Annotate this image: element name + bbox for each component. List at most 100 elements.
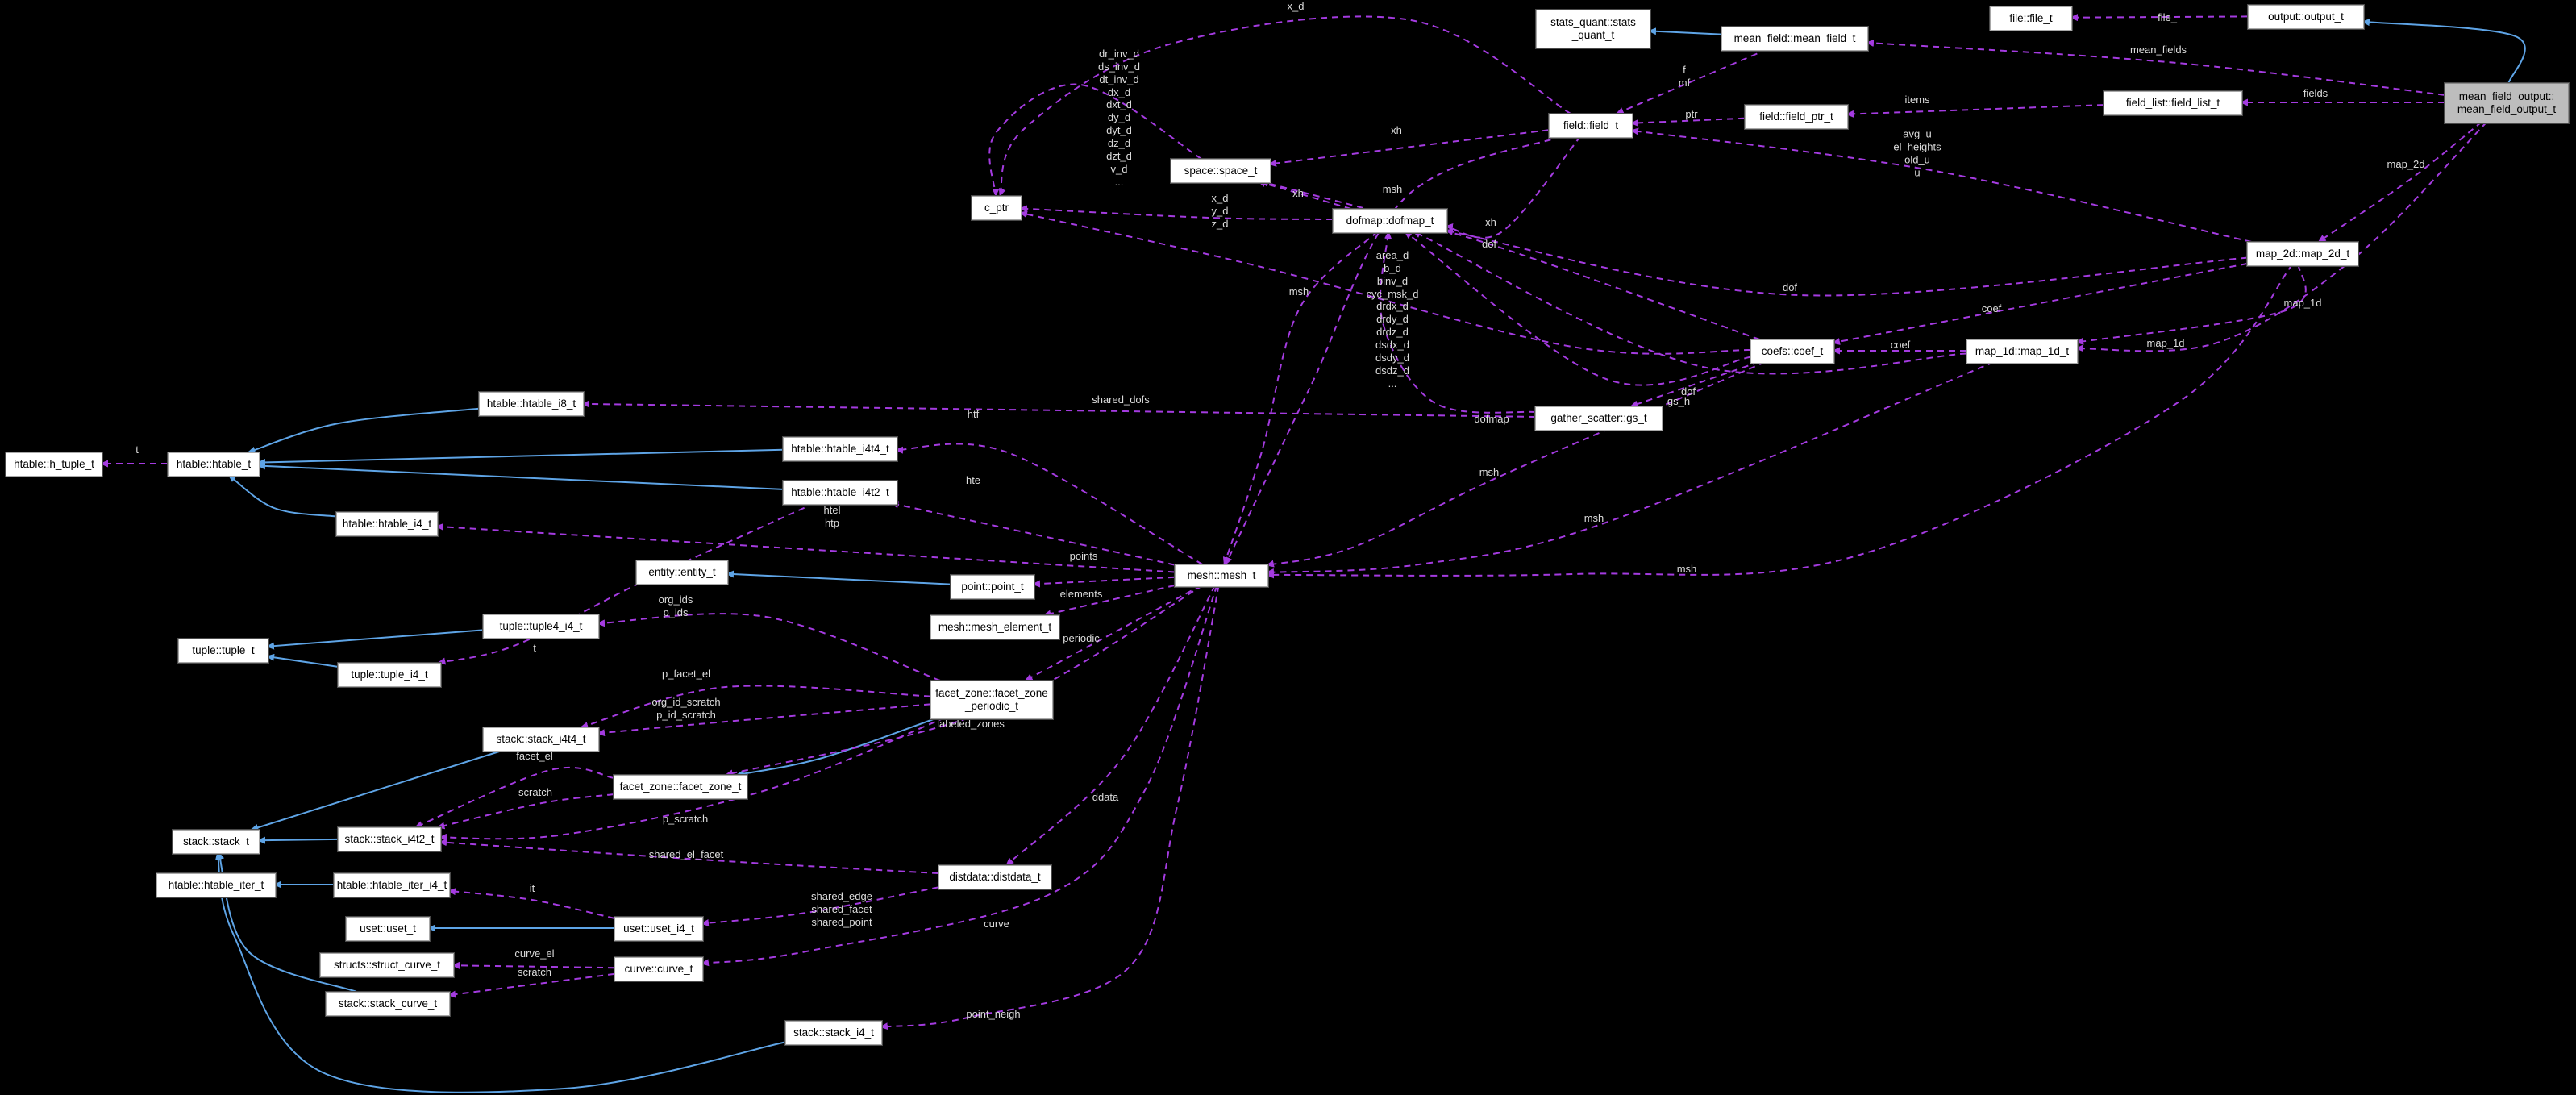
- edge-tuple_i4-tuple: [266, 653, 339, 668]
- edge-map_2d-coef: [1832, 263, 2248, 345]
- node-uset[interactable]: uset::uset_t: [346, 917, 430, 941]
- node-entity[interactable]: entity::entity_t: [636, 560, 728, 585]
- edge-mfo-mean_field: [1866, 39, 2445, 96]
- edge-mfo-output: [2362, 19, 2526, 84]
- node-mesh[interactable]: mesh::mesh_t: [1175, 564, 1268, 587]
- node-field[interactable]: field::field_t: [1549, 114, 1633, 138]
- node-gs[interactable]: gather_scatter::gs_t: [1535, 406, 1663, 431]
- node-fzp[interactable]: facet_zone::facet_zone _periodic_t: [930, 681, 1053, 719]
- node-stack_i4t2[interactable]: stack::stack_i4t2_t: [338, 827, 441, 851]
- edge-coef-mesh: [1266, 361, 1766, 568]
- edge-htable_i4t2-tuple_i4: [437, 502, 815, 665]
- node-coef[interactable]: coefs::coef_t: [1750, 339, 1834, 364]
- edge-coef-space: [1260, 180, 1760, 340]
- edge-field-mesh: [1225, 135, 1562, 565]
- node-htable_iter_i4[interactable]: htable::htable_iter_i4_t: [334, 873, 450, 897]
- edge-field-dofmap: [1445, 135, 1582, 239]
- edge-mesh-facet_zone: [725, 585, 1204, 777]
- node-stats_quant[interactable]: stats_quant::stats _quant_t: [1536, 10, 1650, 48]
- node-htable[interactable]: htable::htable_t: [168, 452, 260, 477]
- edge-mesh-htable_i4: [435, 523, 1176, 573]
- node-facet_zone[interactable]: facet_zone::facet_zone_t: [614, 775, 747, 799]
- edge-output-file: [2070, 14, 2249, 22]
- edge-htable_i8-htable: [247, 407, 480, 454]
- edge-fzp-facet_zone: [735, 717, 938, 777]
- edge-fzp-tuple4: [597, 613, 941, 681]
- node-struct_curve[interactable]: structs::struct_curve_t: [320, 953, 454, 977]
- node-c_ptr[interactable]: c_ptr: [972, 196, 1022, 220]
- node-tuple_i4[interactable]: tuple::tuple_i4_t: [338, 663, 441, 687]
- node-point[interactable]: point::point_t: [951, 575, 1034, 599]
- edge-dofmap-mesh: [1222, 231, 1379, 565]
- edge-mfo-map_1d: [2075, 121, 2488, 352]
- edge-htable_i4-htable: [227, 474, 337, 518]
- node-htable_i4[interactable]: htable::htable_i4_t: [336, 512, 438, 536]
- edge-mesh-mesh_element: [1042, 585, 1176, 618]
- edge-mesh-curve: [701, 585, 1218, 967]
- edge-mesh-htable_i4t4: [895, 443, 1203, 565]
- node-stack_curve[interactable]: stack::stack_curve_t: [326, 992, 450, 1016]
- node-htable_iter[interactable]: htable::htable_iter_t: [156, 873, 276, 897]
- edge-map_1d-mesh: [1266, 361, 1995, 577]
- node-htable_i4t4[interactable]: htable::htable_i4t4_t: [783, 437, 897, 461]
- node-space[interactable]: space::space_t: [1171, 159, 1271, 183]
- edge-field-space: [1268, 129, 1550, 167]
- node-output[interactable]: output::output_t: [2248, 5, 2364, 29]
- node-tuple[interactable]: tuple::tuple_t: [178, 639, 268, 663]
- edge-stack_i4-stack: [215, 851, 786, 1093]
- edge-distdata-uset_i4: [701, 886, 939, 926]
- node-field_ptr[interactable]: field::field_ptr_t: [1745, 105, 1848, 129]
- edge-fzp-stack_i4t2: [439, 717, 946, 841]
- edge-map_1d-dofmap: [1413, 231, 1967, 375]
- edge-fzp-stack_i4t4: [597, 703, 931, 737]
- edge-map_2d-field: [1630, 127, 2252, 243]
- edge-tuple4-tuple: [266, 629, 484, 650]
- edge-htable_i4t4-htable: [257, 448, 784, 466]
- node-distdata[interactable]: distdata::distdata_t: [938, 865, 1051, 889]
- node-uset_i4[interactable]: uset::uset_i4_t: [614, 917, 703, 941]
- node-map_2d[interactable]: map_2d::map_2d_t: [2247, 242, 2358, 266]
- node-mean_field[interactable]: mean_field::mean_field_t: [1721, 27, 1868, 51]
- edge-dofmap-c_ptr: [1019, 205, 1334, 221]
- node-stack[interactable]: stack::stack_t: [173, 830, 260, 854]
- edge-field_list-field_ptr: [1846, 104, 2104, 118]
- edge-map_2d-map_1d: [2075, 264, 2307, 345]
- edge-dofmap-space: [1257, 180, 1351, 210]
- edge-space-c_ptr: [988, 83, 1202, 197]
- node-file[interactable]: file::file_t: [1990, 6, 2072, 31]
- edge-mean_field-field: [1615, 48, 1768, 114]
- edge-facet_zone-stack_i4t2: [414, 766, 614, 828]
- node-htable_i8[interactable]: htable::htable_i8_t: [479, 392, 584, 416]
- node-mesh_element[interactable]: mesh::mesh_element_t: [930, 615, 1059, 639]
- node-map_1d[interactable]: map_1d::map_1d_t: [1966, 339, 2078, 364]
- edge-field-c_ptr: [998, 15, 1571, 197]
- edge-curve-stack_curve: [447, 972, 615, 998]
- edge-point-entity: [726, 570, 951, 585]
- edge-mfo-map_2d: [2317, 121, 2482, 243]
- node-tuple4[interactable]: tuple::tuple4_i4_t: [483, 614, 599, 639]
- node-stack_i4[interactable]: stack::stack_i4_t: [785, 1021, 882, 1045]
- edge-field_ptr-field: [1630, 117, 1746, 127]
- edge-map_2d-dofmap: [1445, 228, 2248, 297]
- node-mfo[interactable]: mean_field_output:: mean_field_output_t: [2445, 83, 2569, 123]
- node-h_tuple[interactable]: htable::h_tuple_t: [6, 452, 102, 477]
- edge-fzp-stack_i4t4: [580, 685, 931, 729]
- edge-curve-struct_curve: [452, 961, 615, 969]
- edge-mesh-point: [1032, 576, 1176, 588]
- edge-mean_field-stats_quant: [1648, 27, 1722, 35]
- node-field_list[interactable]: field_list::field_list_t: [2104, 91, 2242, 115]
- edge-gs-dofmap: [1379, 231, 1536, 414]
- node-curve[interactable]: curve::curve_t: [614, 957, 703, 981]
- edge-htable_i4t2-htable: [257, 462, 784, 490]
- edge-distdata-stack_i4t2: [439, 839, 939, 875]
- edge-mesh-htable_i4t2: [890, 501, 1176, 566]
- node-dofmap[interactable]: dofmap::dofmap_t: [1333, 209, 1447, 233]
- edge-mesh-distdata: [1005, 585, 1216, 866]
- node-stack_i4t4[interactable]: stack::stack_i4t4_t: [483, 727, 599, 752]
- edge-gs-htable_i8: [581, 400, 1536, 418]
- node-htable_i4t2[interactable]: htable::htable_i4t2_t: [783, 481, 897, 505]
- edge-uset_i4-htable_iter_i4: [447, 888, 615, 919]
- edge-coef-c_ptr: [1019, 210, 1751, 355]
